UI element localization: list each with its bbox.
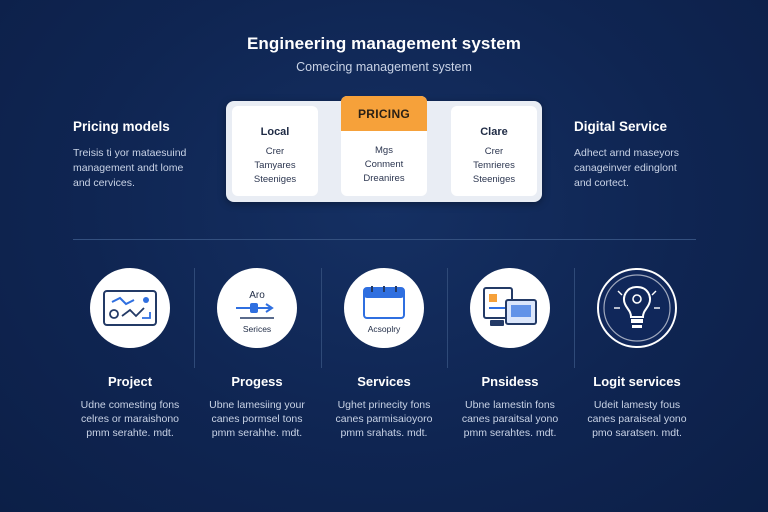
feature-title: Services [357, 374, 411, 389]
feature-description: Udne comesting fons celres or maraishono… [80, 399, 180, 439]
process-arrows-icon: Aro Serices [217, 268, 297, 348]
pricing-card-feature: Tamyares [254, 160, 296, 171]
column-separator [574, 268, 575, 368]
feature-pnsidess[interactable]: Pnsidess Ubne lamestin fons canes parait… [447, 268, 573, 440]
pricing-card-feature: Mgs [375, 145, 393, 156]
pricing-models-block: Pricing models Treisis ti yor mataesuind… [73, 119, 213, 191]
pricing-models-title: Pricing models [73, 119, 170, 134]
feature-progess[interactable]: Aro Serices Progess Ubne lamesiing your … [194, 268, 320, 440]
pricing-card-clare[interactable]: Clare Crer Temrieres Steeniges [451, 106, 537, 196]
page-subtitle: Comecing management system [296, 60, 472, 74]
digital-service-text: Adhect arnd maseyors canageinver edinglo… [574, 147, 680, 189]
calendar-icon: Acsoplry [344, 268, 424, 348]
section-divider [73, 239, 696, 240]
pricing-card-feature: Crer [265, 146, 285, 157]
pricing-card-title: PRICING [341, 96, 427, 131]
pricing-card-featured[interactable]: PRICING Mgs Conment Dreanires [341, 96, 427, 196]
pricing-card-feature: Temrieres [473, 160, 515, 171]
feature-title: Project [107, 374, 153, 389]
feature-services[interactable]: Acsoplry Services Ughet prinecity fons c… [321, 268, 447, 440]
column-separator [447, 268, 448, 368]
devices-icon [470, 268, 550, 348]
feature-project[interactable]: Project Udne comesting fons celres or ma… [67, 268, 193, 440]
diagram-board-icon [90, 268, 170, 348]
pricing-card-feature: Conment [364, 159, 404, 170]
feature-description: Ughet prinecity fons canes parmisaioyoro… [335, 399, 433, 439]
pricing-card-local[interactable]: Local Crer Tamyares Steeniges [232, 106, 318, 196]
feature-description: Ubne lamestin fons canes paraitsal yono … [461, 399, 559, 439]
icon-label: Acsoplry [367, 324, 401, 334]
feature-title: Pnsidess [481, 374, 539, 389]
page-title: Engineering management system [246, 34, 522, 53]
pricing-card-feature: Steeniges [253, 174, 297, 185]
digital-service-block: Digital Service Adhect arnd maseyors can… [574, 119, 714, 191]
feature-logit-services[interactable]: Logit services Udeit lamesty fous canes … [574, 268, 700, 440]
icon-label: Serices [242, 324, 272, 334]
pricing-table: Local Crer Tamyares Steeniges PRICING Mg… [226, 96, 542, 202]
lightbulb-icon [597, 268, 677, 348]
pricing-card-feature: Dreanires [363, 173, 405, 184]
column-separator [321, 268, 322, 368]
pricing-models-text: Treisis ti yor mataesuind management and… [73, 147, 187, 189]
pricing-card-title: Local [260, 126, 290, 138]
column-separator [194, 268, 195, 368]
feature-description: Udeit lamesty fous canes paraiseal yono … [587, 399, 687, 439]
digital-service-title: Digital Service [574, 119, 668, 134]
feature-title: Progess [231, 374, 283, 389]
pricing-card-feature: Steeniges [472, 174, 516, 185]
pricing-card-feature: Crer [484, 146, 504, 157]
icon-label: Aro [249, 290, 265, 301]
feature-title: Logit services [593, 374, 681, 389]
feature-description: Ubne lamesiing your canes pormsel tons p… [209, 399, 305, 439]
pricing-card-title: Clare [480, 126, 508, 138]
